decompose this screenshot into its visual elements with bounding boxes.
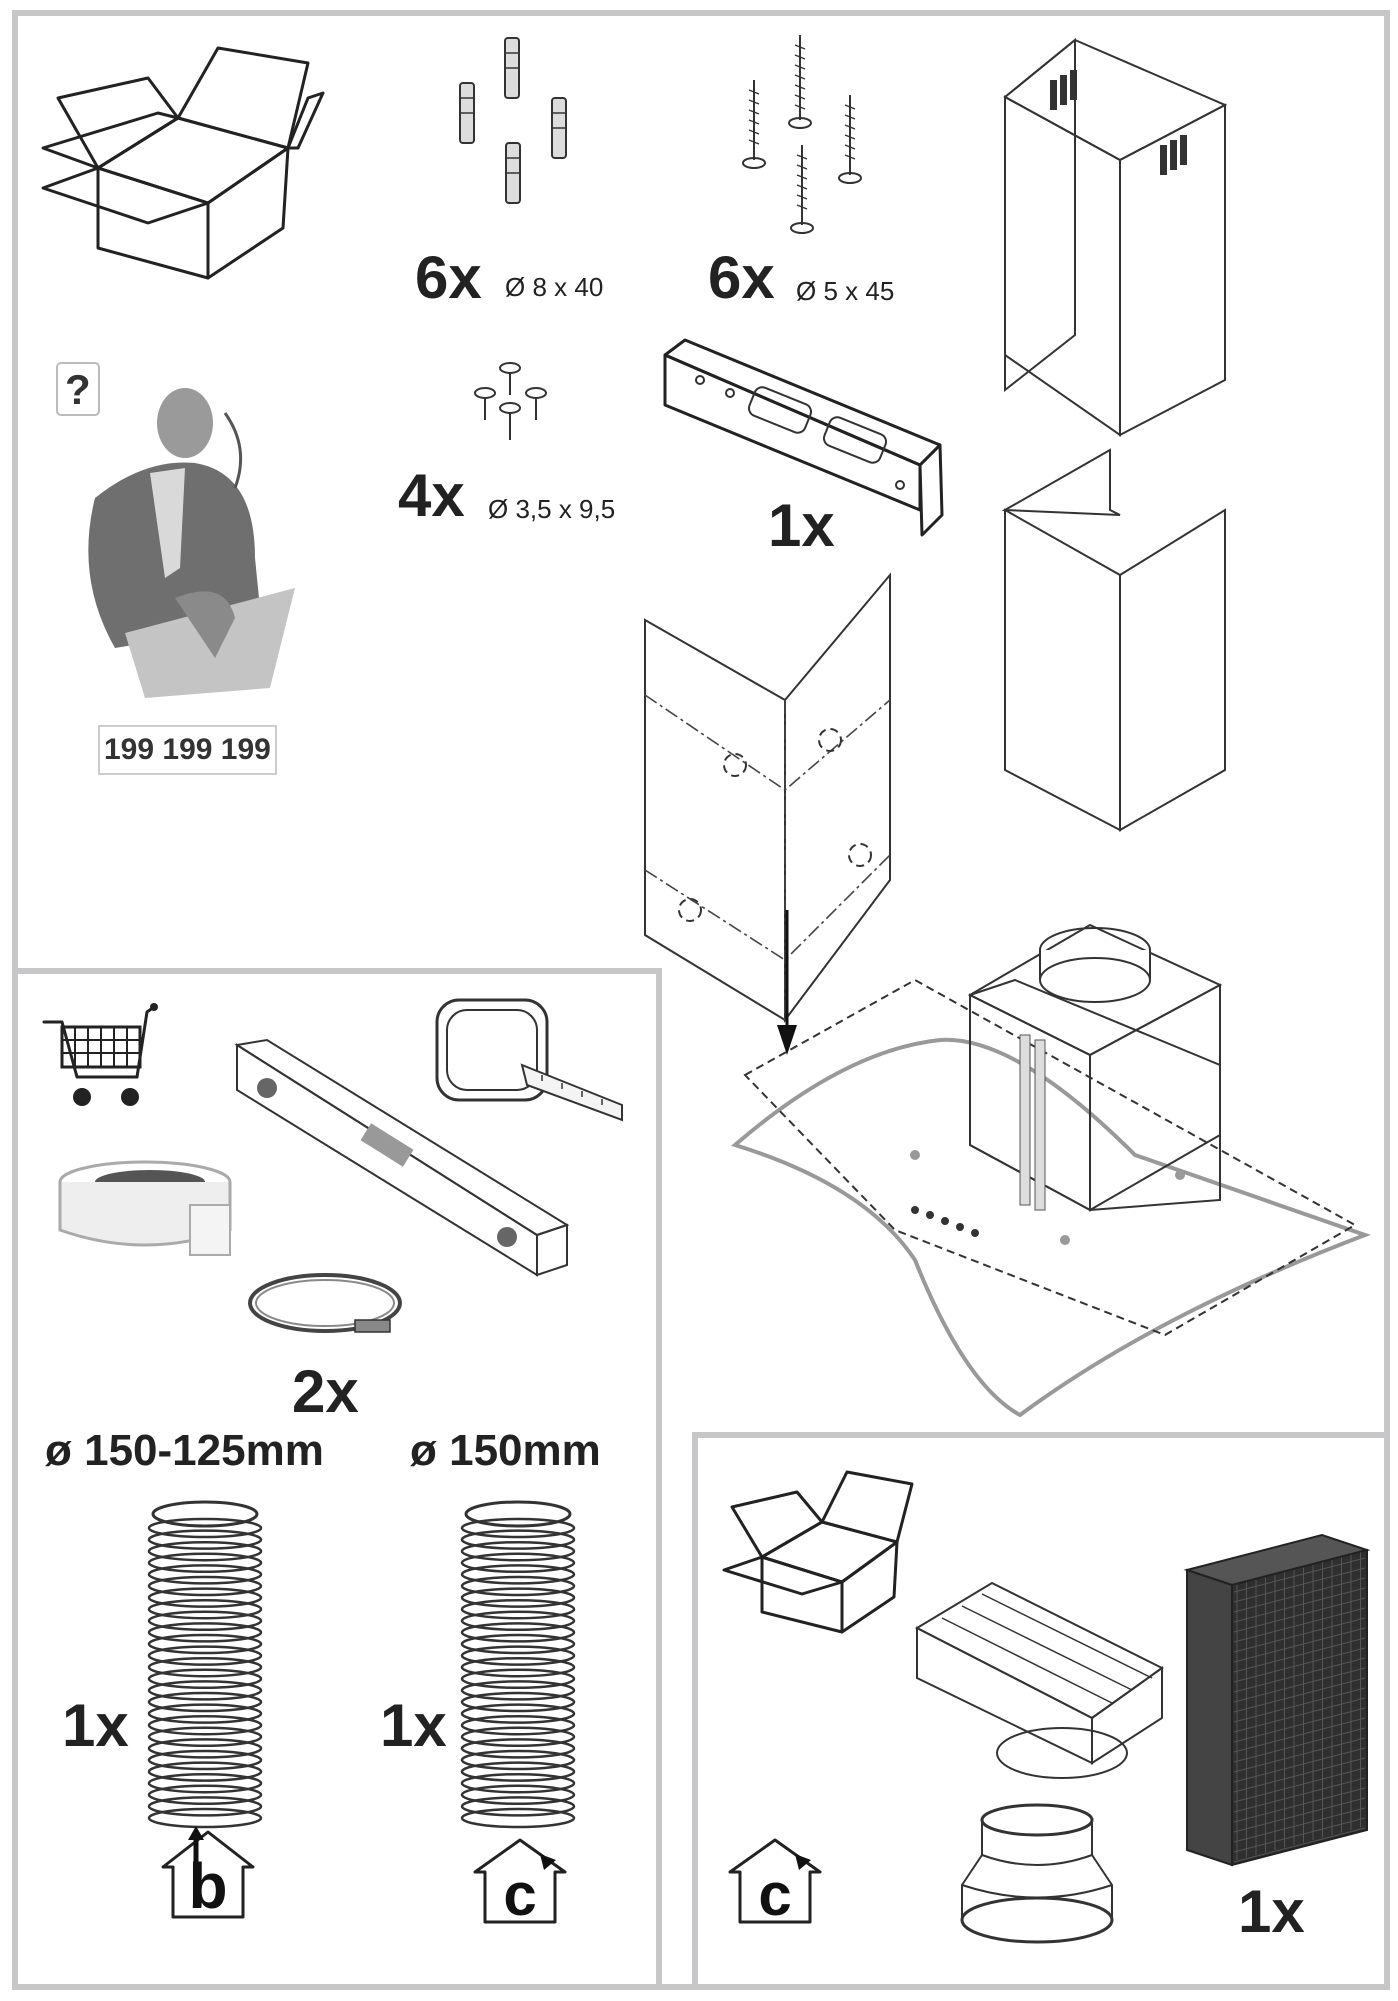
filter-quantity: 1x [1238,1878,1305,1945]
hose-b-dimension: ø 150mm [410,1426,601,1475]
wall-bracket-icon [663,338,944,537]
screws-dimension: Ø 5 x 45 [796,276,895,306]
upper-chimney-cover [1003,37,1228,437]
clamps-quantity: 2x [292,1358,359,1425]
screws-quantity: 6x [708,244,775,311]
hose-b-quantity: 1x [380,1692,447,1759]
hose-a-quantity: 1x [62,1692,129,1759]
open-box-icon [722,1470,914,1634]
service-call-icon: ? [56,362,295,698]
small-screws-dimension: Ø 3,5 x 9,5 [488,494,616,524]
phone-number: 199 199 199 [98,725,277,775]
tools-panel-frame [12,968,662,1990]
wall-plugs-quantity: 6x [415,244,482,311]
drilling-template [644,572,891,1055]
small-screws-quantity: 4x [398,462,465,529]
flexible-hose-b [460,1500,576,1829]
shopping-cart-icon [42,1003,158,1106]
bracket-quantity: 1x [768,492,835,559]
duct-adapter [960,1803,1114,1944]
recirculation-kit-frame [692,1432,1390,1990]
house-mode-icon: c [473,1838,567,1928]
house-mode-icon: b [161,1826,255,1922]
small-screws-icon [474,362,547,440]
question-mark: ? [65,366,91,413]
open-box-icon [41,46,325,280]
wall-plugs-dimension: Ø 8 x 40 [505,272,604,302]
carbon-filter-icon [1183,1533,1371,1867]
house-mode-icon: c [728,1838,822,1928]
hood-body [730,923,1371,1418]
recirculation-unit [914,1581,1164,1779]
tape-roll-icon [58,1160,232,1256]
tape-measure-icon [435,998,623,1122]
screws-icon [742,35,862,234]
hose-a-dimension: ø 150-125mm [45,1426,324,1475]
mode-letter-c: c [758,1861,791,1928]
mode-letter-c: c [503,1861,536,1928]
wall-plugs-icon [459,37,567,204]
lower-chimney-cover [1001,448,1226,832]
flexible-hose-a [147,1500,263,1829]
hose-clamp-icon [248,1273,402,1333]
spirit-level-icon [234,1038,570,1277]
